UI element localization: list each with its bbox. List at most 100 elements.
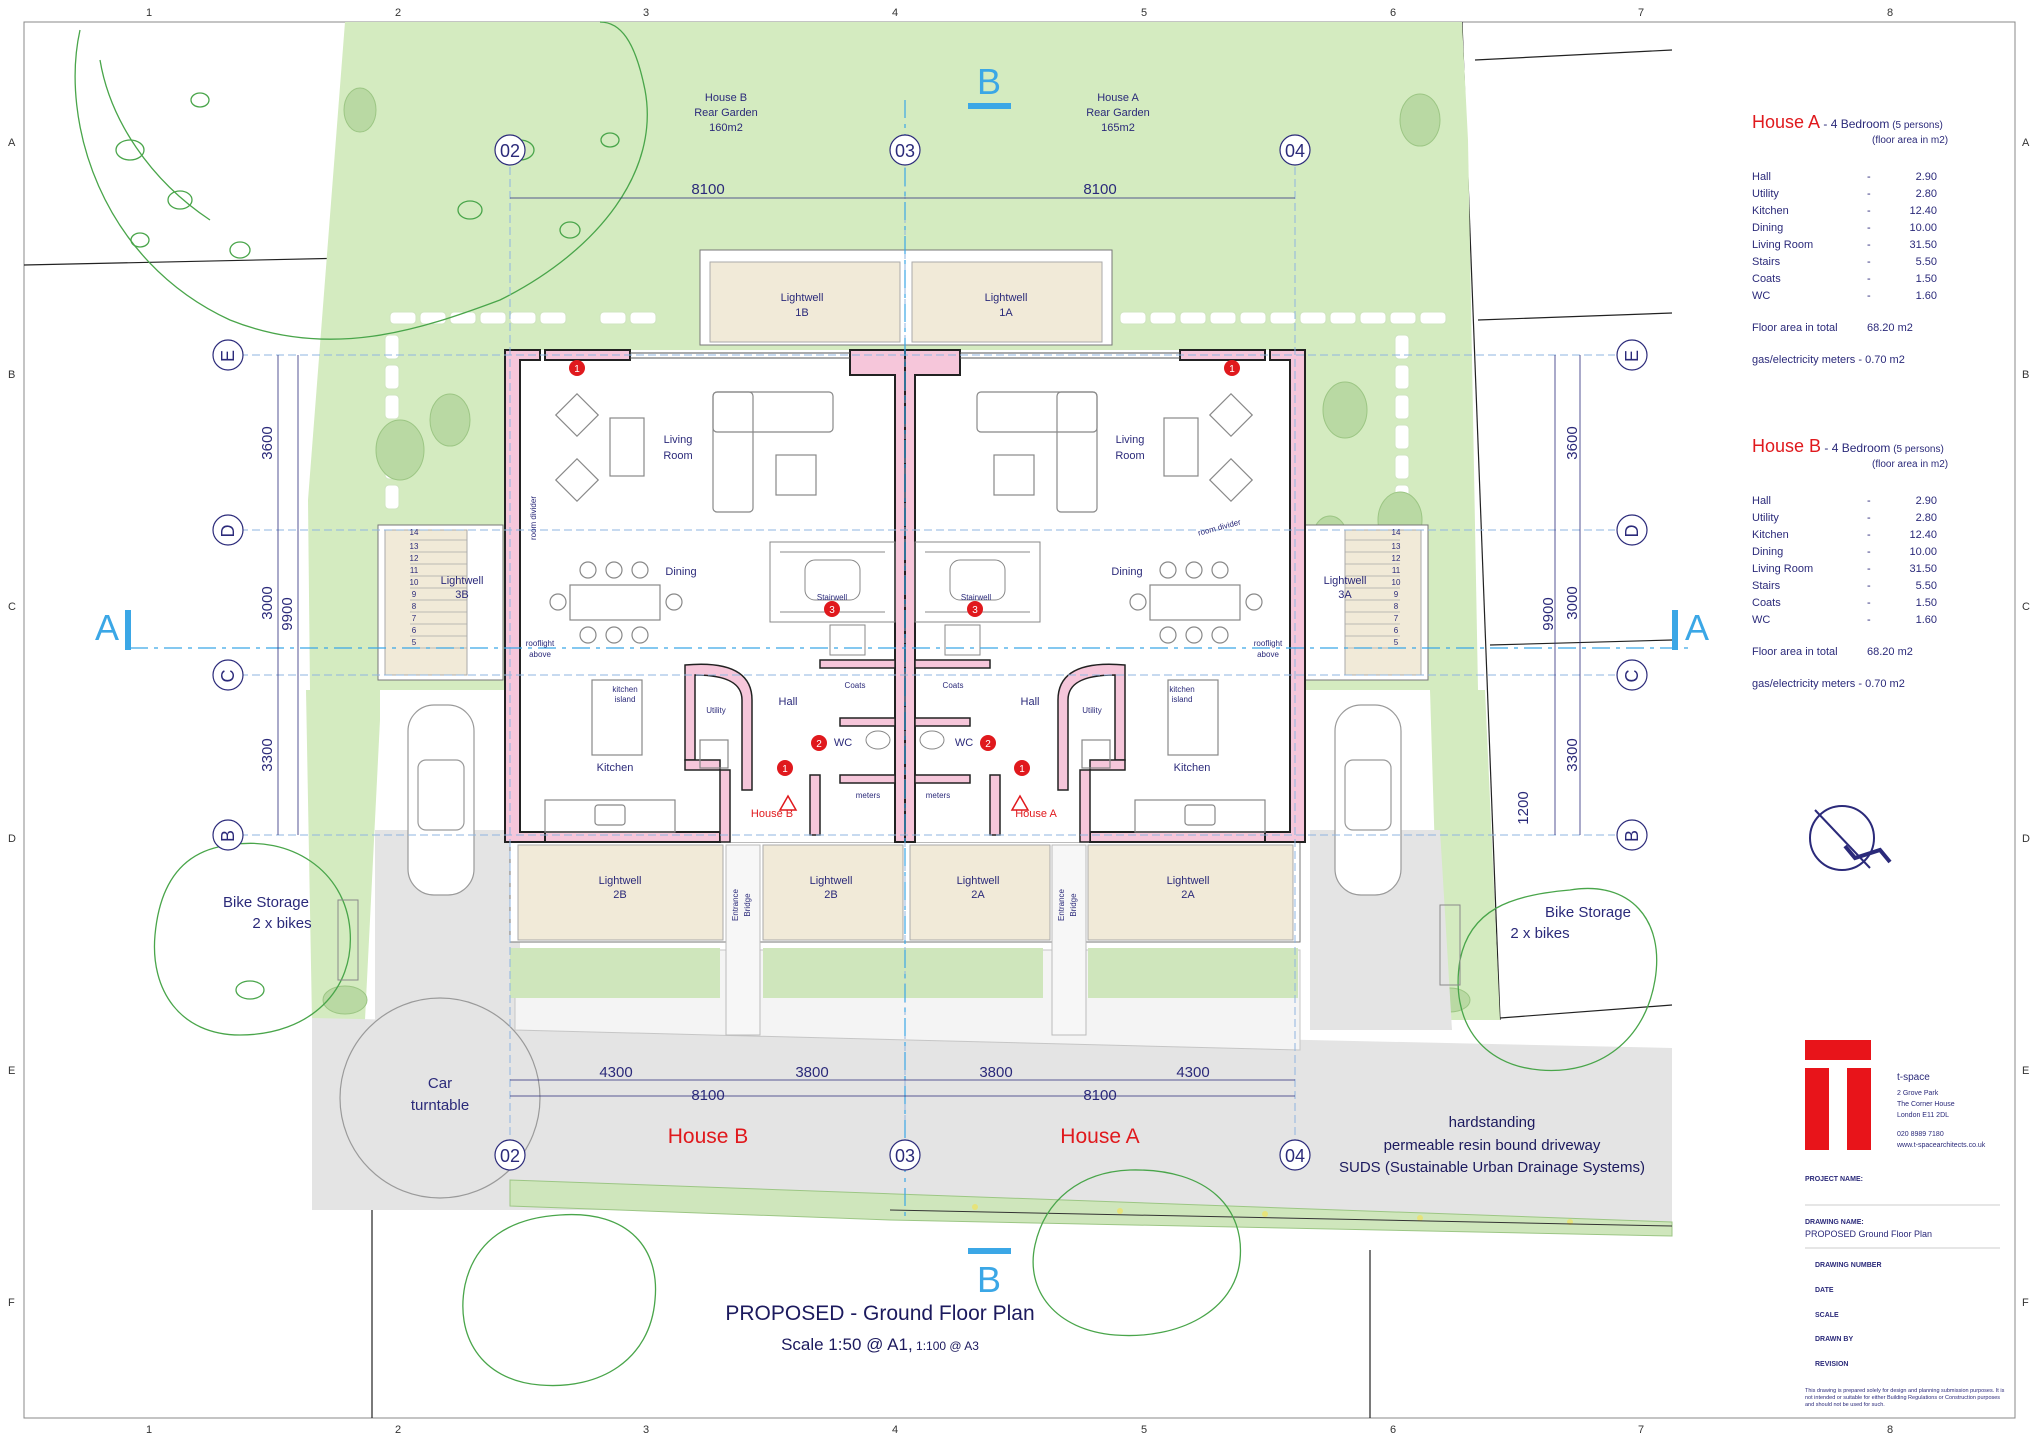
- schedule-a-row: Utility-2.80: [1752, 185, 1982, 202]
- step-a-7: 7: [1394, 614, 1399, 623]
- schedule-b-meters: gas/electricity meters - 0.70 m2: [1752, 678, 1905, 690]
- schedule-a-row-value: 1.50: [1915, 272, 1937, 285]
- marker-num-2a: 2: [816, 739, 822, 750]
- schedule-b-row-name: Coats: [1752, 596, 1781, 609]
- dim-bottom-4300-right: 4300: [1176, 1064, 1209, 1081]
- row-label-b-right: B: [2022, 369, 2029, 381]
- firm-phone: 020 8989 7180: [1897, 1131, 1944, 1138]
- schedule-b-row-value: 12.40: [1909, 528, 1937, 541]
- disclaimer-text: This drawing is prepared solely for desi…: [1805, 1388, 2005, 1408]
- tree-canopy-large: [74, 21, 648, 340]
- firm-web[interactable]: www.t-spacearchitects.co.uk: [1897, 1142, 1986, 1149]
- schedule-b-row-dash: -: [1867, 545, 1871, 558]
- col-label-5-bottom: 5: [1141, 1424, 1147, 1436]
- tree-canopy-front-right: [1032, 1169, 1242, 1337]
- red-markers: [569, 360, 1240, 811]
- row-label-b-left: B: [8, 369, 15, 381]
- schedule-a-row: Kitchen-12.40: [1752, 202, 1982, 219]
- schedule-b-row-value: 2.90: [1915, 494, 1937, 507]
- schedule-a-row-dash: -: [1867, 272, 1871, 285]
- stepping-stones: [384, 311, 1447, 510]
- dining-furniture-b: [549, 561, 683, 644]
- firm-logo-bar: [1805, 1040, 1871, 1060]
- area-schedule-house-a: House A - 4 Bedroom (5 persons) (floor a…: [1752, 112, 1982, 366]
- schedule-a-type: - 4 Bedroom: [1820, 117, 1890, 131]
- step-b-7: 7: [412, 614, 417, 623]
- tree-canopy-bike-left: [153, 842, 351, 1036]
- tree-canopy-front-left: [462, 1213, 657, 1387]
- schedule-a-row-name: Stairs: [1752, 255, 1781, 268]
- schedule-a-persons: (5 persons): [1889, 120, 1943, 131]
- revision-field: REVISION: [1815, 1361, 1849, 1368]
- lightwell-2a-centre-label: Lightwell: [957, 875, 1000, 887]
- schedule-b-total-label: Floor area in total: [1752, 646, 1838, 658]
- lightwell-2a-right-id: 2A: [1181, 889, 1195, 901]
- schedule-b-row: Coats-1.50: [1752, 594, 1982, 611]
- grid-d-right: D: [1622, 525, 1642, 538]
- lightwell-1b-label: Lightwell: [781, 292, 824, 304]
- lightwell-2b-centre-label: Lightwell: [810, 875, 853, 887]
- side-garden-right: [1430, 690, 1500, 1020]
- schedule-b-row-value: 1.60: [1915, 613, 1937, 626]
- lightwell-3a-label: Lightwell: [1324, 575, 1367, 587]
- step-a-14: 14: [1392, 528, 1401, 537]
- living-b-label-1: Living: [664, 434, 693, 446]
- dim-right-3600: 3600: [1564, 426, 1581, 459]
- marker-1-living-a: [1224, 360, 1240, 376]
- step-b-5: 5: [412, 638, 417, 647]
- lightwell-2b-left-id: 2B: [613, 889, 626, 901]
- schedule-b-row-dash: -: [1867, 494, 1871, 507]
- entry-triangle-b: [778, 794, 798, 811]
- verge-lights: [972, 1204, 1573, 1225]
- grid-b-left: B: [218, 830, 238, 842]
- schedule-b-row-name: WC: [1752, 613, 1771, 626]
- hall-a-label: Hall: [1021, 696, 1040, 708]
- parked-car-right: [1334, 704, 1402, 896]
- firm-address-2: The Corner House: [1897, 1101, 1955, 1108]
- firm-logo-left: [1805, 1068, 1829, 1150]
- lightwell-1b-id: 1B: [795, 307, 808, 319]
- site-labels: Bike Storage 2 x bikes Bike Storage 2 x …: [223, 894, 1645, 1176]
- schedule-b-row-dash: -: [1867, 511, 1871, 524]
- entrance-b-label-1: Entrance: [731, 888, 740, 921]
- drawing-name-label: DRAWING NAME:: [1805, 1219, 1864, 1226]
- grid-bubble-labels: 02 03 04 02 03 04 E D C B E D C B: [218, 141, 1642, 1166]
- schedule-b-row-dash: -: [1867, 579, 1871, 592]
- grid-e-right: E: [1622, 350, 1642, 362]
- row-label-a-right: A: [2022, 137, 2030, 149]
- lightwell-3b-label: Lightwell: [441, 575, 484, 587]
- schedule-b-total-value: 68.20 m2: [1867, 646, 1913, 658]
- firm-address-1: 2 Grove Park: [1897, 1090, 1939, 1097]
- marker-num-3a: 3: [829, 605, 835, 616]
- row-label-e-left: E: [8, 1065, 15, 1077]
- schedule-b-row-value: 5.50: [1915, 579, 1937, 592]
- col-label-7-top: 7: [1638, 7, 1644, 19]
- marker-1-living-b: [569, 360, 585, 376]
- schedule-a-row-value: 1.60: [1915, 289, 1937, 302]
- schedule-a-row-value: 2.80: [1915, 187, 1937, 200]
- schedule-b-row-name: Dining: [1752, 545, 1784, 558]
- schedule-a-row-name: Coats: [1752, 272, 1781, 285]
- grid-04-top: 04: [1285, 141, 1305, 161]
- front-planting-2: [763, 948, 1043, 998]
- schedule-a-row-value: 2.90: [1915, 170, 1937, 183]
- lightwell-2a-right-label: Lightwell: [1167, 875, 1210, 887]
- marker-num-1b: 1: [1229, 364, 1235, 375]
- lightwell-2a-right: [1087, 844, 1294, 941]
- lightwell-2b-centre-id: 2B: [824, 889, 837, 901]
- grid-b-right: B: [1622, 830, 1642, 842]
- lightwell-step-numbers: 14 13 12 11 10 9 8 7 6 5 14 13 12 11 10 …: [410, 528, 1401, 647]
- garden-b-line3: 160m2: [709, 122, 743, 134]
- lightwell-1b: [709, 261, 901, 343]
- grid-c-right: C: [1622, 670, 1642, 683]
- marker-3-stair-b: [824, 601, 840, 617]
- lightwell-1a-id: 1A: [999, 307, 1013, 319]
- grid-d-left: D: [218, 525, 238, 538]
- dining-furniture-a: [1129, 561, 1263, 644]
- schedule-b-note: (floor area in m2): [1872, 459, 1949, 470]
- schedule-b-total: Floor area in total 68.20 m2: [1752, 646, 1982, 658]
- garden-labels: House B Rear Garden 160m2 House A Rear G…: [694, 92, 1150, 134]
- schedule-a-row: Living Room-31.50: [1752, 236, 1982, 253]
- meters-a-label: meters: [926, 791, 950, 800]
